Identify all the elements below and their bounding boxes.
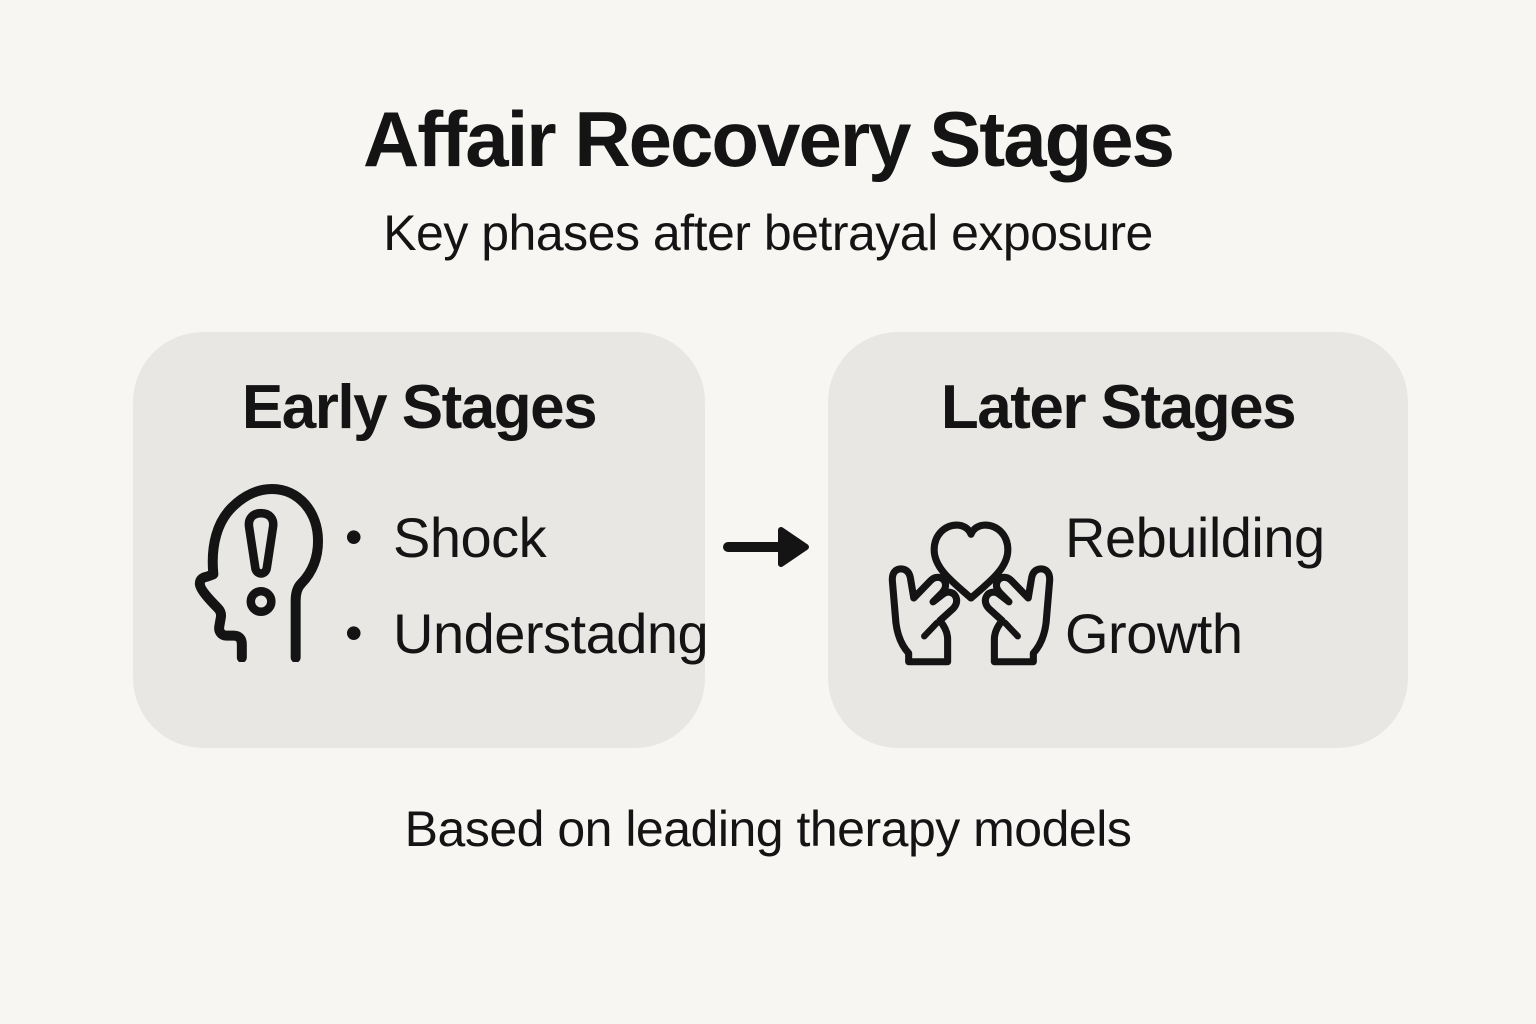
later-stages-card: Later Stages Rebuilding Growth xyxy=(828,332,1408,748)
later-stages-title: Later Stages xyxy=(940,373,1297,442)
exclamation-dot xyxy=(246,586,276,617)
hands-holding-heart-icon xyxy=(888,521,1054,666)
head-with-exclamation-icon xyxy=(194,484,324,662)
footer-note: Based on leading therapy models xyxy=(404,801,1132,857)
stage-connector xyxy=(723,524,813,575)
list-item-label: Understadng xyxy=(393,601,709,665)
left-hand xyxy=(888,565,961,666)
list-item: Growth xyxy=(1065,602,1243,665)
list-item-label: Growth xyxy=(1065,601,1243,665)
page-title: Affair Recovery Stages xyxy=(362,95,1175,183)
list-item-label: Shock xyxy=(393,505,547,569)
heart-shape xyxy=(930,521,1012,602)
list-item: Rebuilding xyxy=(1065,506,1325,569)
exclamation-bar xyxy=(244,508,278,578)
page-subtitle: Key phases after betrayal exposure xyxy=(383,205,1153,261)
bullet-icon: • xyxy=(345,509,363,565)
early-stages-title: Early Stages xyxy=(241,373,598,442)
list-item: • Understadng xyxy=(345,602,709,665)
arrow-right-icon xyxy=(723,527,809,567)
right-hand xyxy=(981,565,1054,666)
list-item-label: Rebuilding xyxy=(1065,505,1325,569)
list-item: • Shock xyxy=(345,506,547,569)
early-stages-card: Early Stages • Shock • Understadng xyxy=(133,332,709,748)
arrow-head xyxy=(778,527,809,567)
bullet-icon: • xyxy=(345,605,363,661)
head-profile-outline xyxy=(194,484,324,662)
